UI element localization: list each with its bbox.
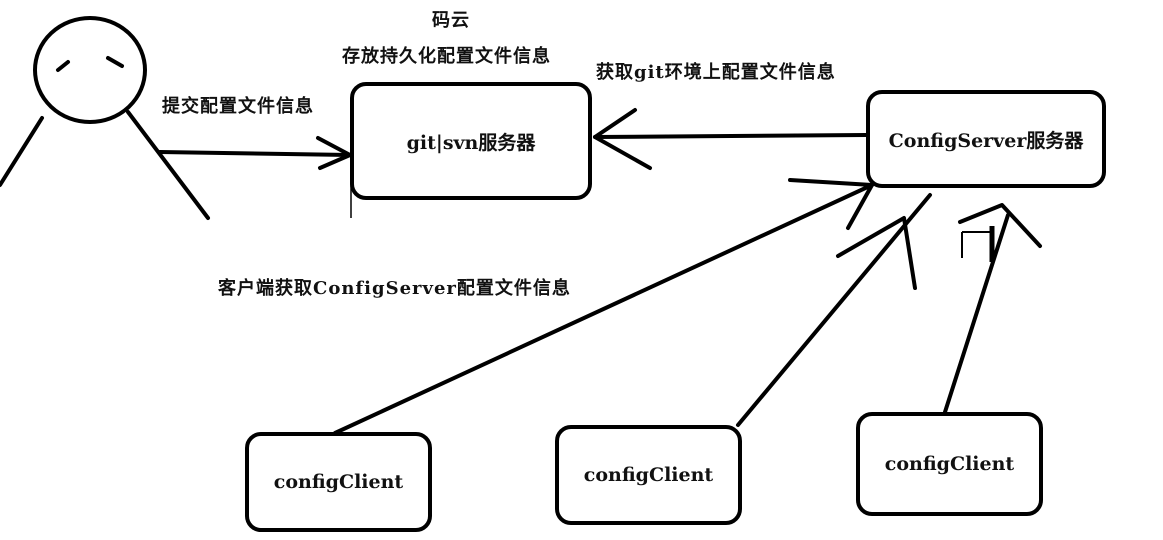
arrow-client2-head [836, 216, 917, 290]
arrow-client2 [736, 193, 932, 427]
fetch-note: 获取git环境上配置文件信息 [596, 62, 836, 83]
cursor-mark-2 [961, 231, 990, 258]
config-client-node-3: configClient [856, 412, 1043, 516]
person-eye-right [106, 56, 124, 68]
submit-note: 提交配置文件信息 [162, 96, 314, 117]
config-client-node-2: configClient [555, 425, 742, 525]
arrow-client3 [943, 213, 1010, 414]
arrow-submit [158, 150, 352, 157]
person-eye-left [56, 60, 70, 72]
person-arm-left [0, 116, 44, 187]
client-note: 客户端获取ConfigServer配置文件信息 [218, 278, 571, 299]
storage-note: 存放持久化配置文件信息 [342, 46, 551, 67]
top-title: 码云 [432, 10, 470, 31]
arrow-client3-head [958, 203, 1042, 248]
arrow-client1 [333, 183, 874, 435]
person-head [33, 16, 147, 124]
person-arm-right [126, 110, 210, 220]
config-server-node: ConfigServer服务器 [866, 90, 1106, 188]
config-client-node-1: configClient [245, 432, 432, 532]
arrow-fetch [593, 133, 868, 139]
git-server-node: git|svn服务器 [350, 82, 592, 200]
arrow-fetch-head [593, 108, 652, 170]
